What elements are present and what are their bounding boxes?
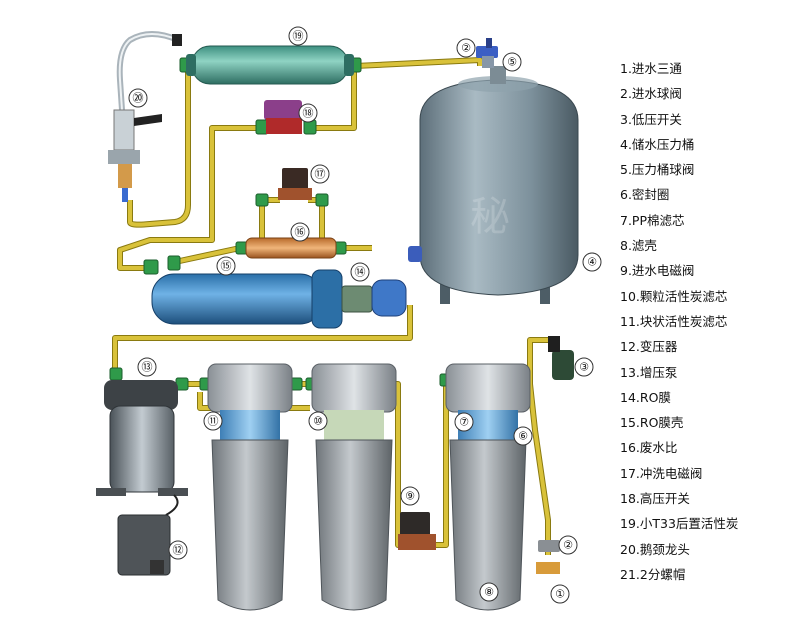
legend-item: 15.RO膜壳 xyxy=(620,415,684,431)
callout-20: ⑳ xyxy=(128,88,148,108)
legend-item: 12.变压器 xyxy=(620,339,678,355)
callout-number: ⑮ xyxy=(221,260,232,273)
callout-number: ⑲ xyxy=(293,30,304,43)
legend-item: 10.颗粒活性炭滤芯 xyxy=(620,288,728,304)
callout-6: ⑥ xyxy=(513,426,533,446)
inlet-solenoid-icon xyxy=(398,512,436,550)
legend-item: 19.小T33后置活性炭 xyxy=(620,516,739,532)
legend-item: 9.进水电磁阀 xyxy=(620,263,695,279)
callout-number: ⑧ xyxy=(484,586,494,599)
legend-item: 13.增压泵 xyxy=(620,364,678,380)
callout-3: ③ xyxy=(574,357,594,377)
booster-pump-icon xyxy=(96,380,188,496)
post-carbon-filter-icon xyxy=(186,45,354,85)
legend-item: 4.储水压力桶 xyxy=(620,136,695,152)
callout-number: ① xyxy=(555,588,565,601)
waste-ratio-icon xyxy=(245,237,337,259)
legend-item: 6.密封圈 xyxy=(620,187,670,203)
gooseneck-faucet-icon xyxy=(108,31,182,202)
callout-2: ② xyxy=(558,535,578,555)
legend-item: 8.滤壳 xyxy=(620,238,657,254)
callout-number: ② xyxy=(563,539,573,552)
callout-9: ⑨ xyxy=(400,486,420,506)
legend-item: 5.压力桶球阀 xyxy=(620,162,695,178)
legend-item: 21.2分螺帽 xyxy=(620,566,686,582)
flush-solenoid-icon xyxy=(278,168,312,200)
tank-ball-valve-icon xyxy=(476,38,498,68)
legend-item: 18.高压开关 xyxy=(620,491,690,507)
callout-number: ⑩ xyxy=(313,415,323,428)
callout-14: ⑭ xyxy=(350,262,370,282)
callout-10: ⑩ xyxy=(308,411,328,431)
callout-11: ⑪ xyxy=(203,411,223,431)
callout-number: ⑦ xyxy=(459,416,469,429)
legend-item: 16.废水比 xyxy=(620,440,678,456)
callout-number: ④ xyxy=(587,256,597,269)
ro-membrane-icon xyxy=(341,279,407,317)
callout-15: ⑮ xyxy=(216,256,236,276)
callout-1: ① xyxy=(550,584,570,604)
callout-13: ⑬ xyxy=(137,357,157,377)
inlet-tee-icon xyxy=(536,540,560,574)
callout-number: ⑫ xyxy=(173,544,184,557)
callout-number: ⑥ xyxy=(518,430,528,443)
callout-number: ⑳ xyxy=(133,92,144,105)
callout-number: ⑱ xyxy=(303,107,314,120)
transformer-icon xyxy=(117,494,179,576)
callout-number: ③ xyxy=(579,361,589,374)
callout-18: ⑱ xyxy=(298,103,318,123)
legend-item: 17.冲洗电磁阀 xyxy=(620,465,703,481)
legend-item: 20.鹅颈龙头 xyxy=(620,541,690,557)
legend-item: 11.块状活性炭滤芯 xyxy=(620,313,728,329)
callout-12: ⑫ xyxy=(168,540,188,560)
legend-item: 3.低压开关 xyxy=(620,111,682,127)
callout-number: ② xyxy=(461,42,471,55)
filter-housing-carbon-block xyxy=(207,363,293,611)
filter-housing-pp xyxy=(445,363,531,611)
callout-number: ⑭ xyxy=(355,266,366,279)
callout-17: ⑰ xyxy=(310,164,330,184)
pressure-tank-icon: 秘 xyxy=(408,66,579,304)
legend-item: 7.PP棉滤芯 xyxy=(620,212,685,228)
filter-housing-gac xyxy=(311,363,397,611)
callout-number: ⑨ xyxy=(405,490,415,503)
callout-number: ⑤ xyxy=(507,56,517,69)
callout-number: ⑪ xyxy=(208,415,219,428)
callout-number: ⑬ xyxy=(142,361,153,374)
callout-21: ② xyxy=(456,38,476,58)
watermark: 秘 xyxy=(470,194,510,240)
callout-4: ④ xyxy=(582,252,602,272)
legend-item: 14.RO膜 xyxy=(620,389,671,405)
callout-number: ⑯ xyxy=(295,226,306,239)
callout-number: ⑰ xyxy=(315,168,326,181)
high-pressure-switch-icon xyxy=(264,100,302,134)
parts-legend: 1.进水三通 2.进水球阀 3.低压开关 4.储水压力桶 5.压力桶球阀 6.密… xyxy=(620,56,796,587)
callout-19: ⑲ xyxy=(288,26,308,46)
callout-7: ⑦ xyxy=(454,412,474,432)
legend-item: 1.进水三通 xyxy=(620,61,682,76)
callout-16: ⑯ xyxy=(290,222,310,242)
callout-8: ⑧ xyxy=(479,582,499,602)
callout-5: ⑤ xyxy=(502,52,522,72)
low-pressure-switch-icon xyxy=(548,336,574,380)
legend-item: 2.进水球阀 xyxy=(620,86,682,102)
ro-membrane-housing-icon xyxy=(151,269,343,329)
